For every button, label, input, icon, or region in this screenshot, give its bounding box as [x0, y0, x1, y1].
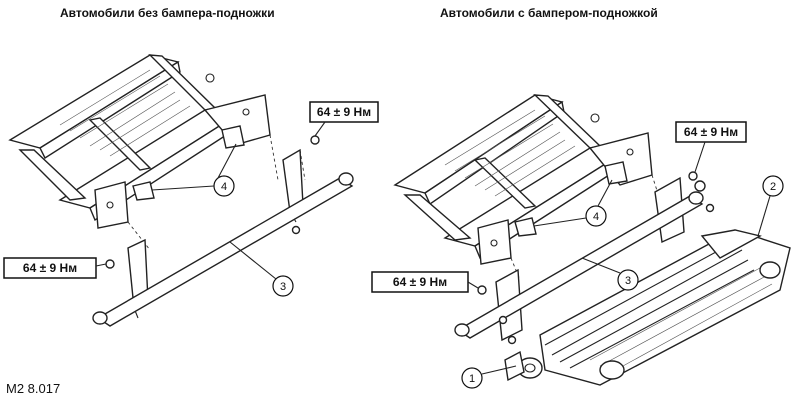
heading-left: Автомобили без бампера-подножки: [60, 6, 275, 20]
right-bolt-bottom: [498, 315, 508, 325]
svg-text:4: 4: [221, 181, 227, 193]
right-bolt-top: [705, 203, 715, 213]
svg-text:64 ± 9 Нм: 64 ± 9 Нм: [23, 261, 77, 275]
heading-right: Автомобили с бампером-подножкой: [440, 6, 658, 20]
callout-3-left: 3: [272, 275, 294, 297]
right-chassis-frame: [393, 94, 653, 265]
svg-text:1: 1: [469, 373, 475, 385]
torque-box-right-top: 64 ± 9 Нм: [675, 121, 747, 143]
svg-text:2: 2: [770, 181, 776, 193]
callout-4-right: 4: [585, 205, 607, 227]
callout-2: 2: [762, 175, 784, 197]
left-mount-bracket-upper: [221, 125, 245, 149]
callout-4-left: 4: [213, 175, 235, 197]
right-mount-bracket-lower: [514, 217, 537, 237]
left-chassis-frame: [8, 54, 271, 229]
left-nut-top: [310, 135, 320, 145]
left-bolt: [291, 225, 301, 235]
svg-text:4: 4: [593, 211, 599, 223]
right-nut-top: [688, 171, 698, 181]
svg-text:3: 3: [625, 275, 631, 287]
svg-text:64 ± 9 Нм: 64 ± 9 Нм: [393, 275, 447, 289]
callout-1: 1: [461, 367, 483, 389]
left-nut-bottom: [105, 259, 115, 269]
torque-box-right-bottom: 64 ± 9 Нм: [371, 271, 469, 293]
left-tube: [92, 172, 354, 327]
left-mount-bracket-lower: [132, 181, 155, 201]
torque-box-left-bottom: 64 ± 9 Нм: [3, 257, 97, 279]
right-mount-bracket-upper: [604, 161, 628, 185]
right-tube: [454, 191, 704, 339]
right-washer-top: [694, 180, 706, 192]
figure-code: M2 8.017: [6, 381, 61, 396]
torque-box-left-top: 64 ± 9 Нм: [309, 101, 379, 123]
svg-text:64 ± 9 Нм: 64 ± 9 Нм: [317, 105, 371, 119]
right-nut-bottom: [477, 285, 487, 295]
callout-3-right: 3: [617, 269, 639, 291]
tow-hook-assembly: [504, 335, 543, 382]
svg-text:3: 3: [280, 281, 286, 293]
step-bumper: [539, 229, 791, 386]
svg-text:64 ± 9 Нм: 64 ± 9 Нм: [684, 125, 738, 139]
